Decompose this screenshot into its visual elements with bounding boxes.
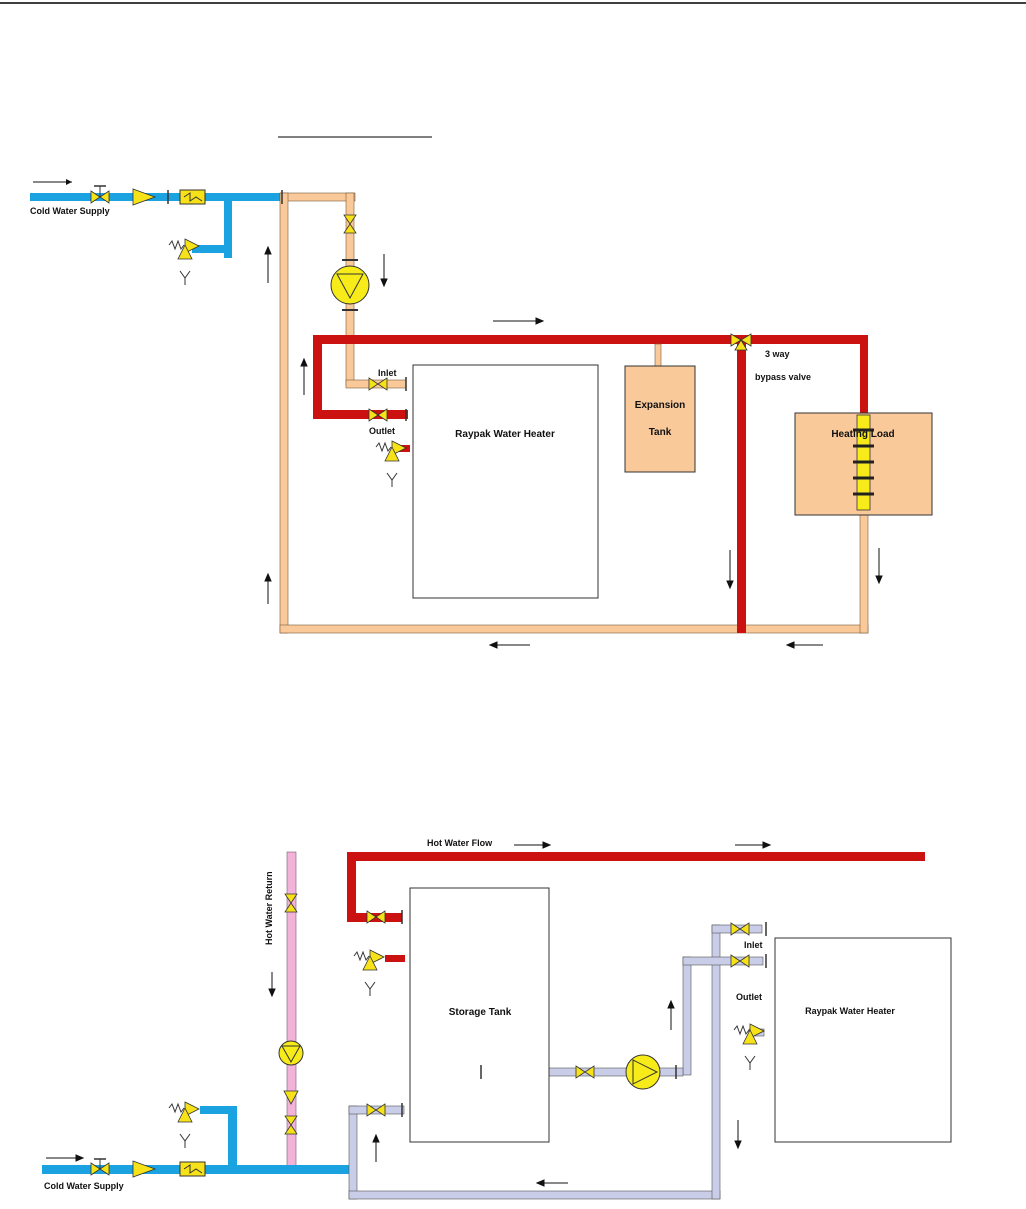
circulator-pump-1: [330, 259, 370, 311]
bypass-label-1: 3 way: [765, 349, 790, 359]
relief-valve-storage: [353, 949, 385, 997]
raypak-water-heater-1: [412, 364, 599, 599]
storage-tank: [409, 887, 550, 1143]
backflow-preventer-2: [179, 1161, 206, 1177]
flow-arrows-2: [46, 841, 772, 1187]
coil-fins: [853, 428, 874, 496]
inlet-label-2: Inlet: [744, 940, 763, 950]
union-marks-1: [167, 190, 407, 421]
heating-load-label: Heating Load: [831, 429, 894, 440]
hot-flow-label: Hot Water Flow: [427, 838, 493, 848]
cold-supply-label-2: Cold Water Supply: [44, 1181, 124, 1191]
storage-label: Storage Tank: [449, 1007, 512, 1018]
outlet-label-2: Outlet: [736, 992, 762, 1002]
relief-valve-supply-1: [168, 238, 200, 286]
hot-return-label: Hot Water Return: [264, 871, 274, 945]
heater-label-2: Raypak Water Heater: [805, 1006, 895, 1016]
relief-valve-supply-2: [168, 1101, 200, 1149]
check-valve-1: [132, 188, 157, 206]
diagram-1: Raypak Water Heater Expansion Tank Heati…: [30, 179, 933, 649]
return-check-valve: [283, 1090, 299, 1105]
cold-supply-pipe: [30, 193, 280, 258]
bypass-label-2: bypass valve: [755, 372, 811, 382]
expansion-label-2: Tank: [649, 427, 672, 438]
expansion-label-1: Expansion: [635, 400, 686, 411]
backflow-preventer-1: [179, 189, 206, 205]
expansion-tank-stub: [654, 343, 662, 367]
circulator-pump-2: [625, 1054, 661, 1090]
heater-label-1: Raypak Water Heater: [455, 429, 555, 440]
expansion-tank: [624, 365, 696, 473]
flow-arrows-1: [264, 245, 883, 649]
cold-supply-label-1: Cold Water Supply: [30, 206, 110, 216]
outlet-label-1: Outlet: [369, 426, 395, 436]
inlet-label-1: Inlet: [378, 368, 397, 378]
bypass-valve: [730, 333, 752, 351]
relief-valve-heater-1: [375, 440, 407, 488]
raypak-water-heater-2: [774, 937, 952, 1143]
union-marks-2: [401, 910, 767, 1117]
check-valve-2: [132, 1160, 157, 1178]
diagram-2: Storage Tank Raypak Water Heater: [42, 838, 952, 1200]
return-pump: [278, 1040, 304, 1066]
